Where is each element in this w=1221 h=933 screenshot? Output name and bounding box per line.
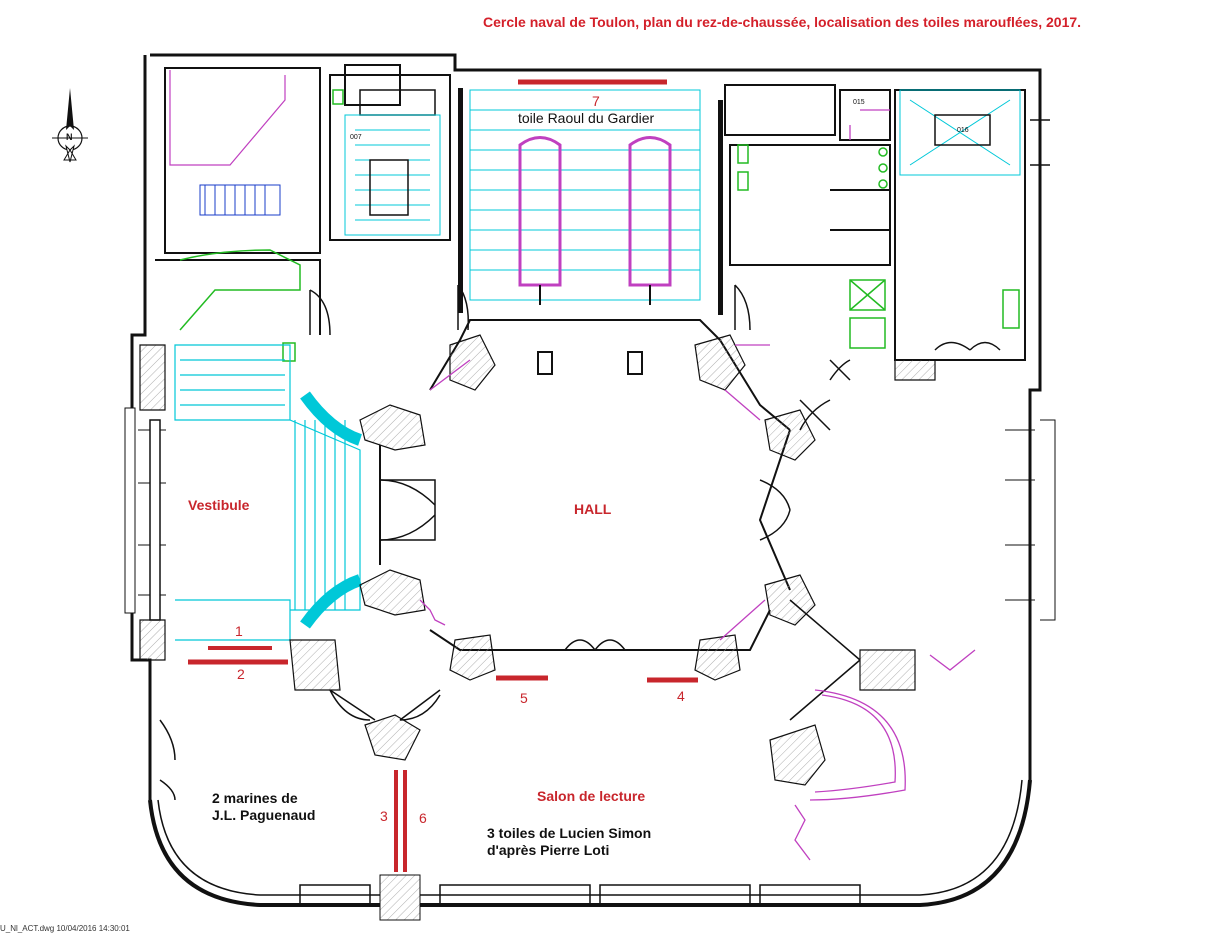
drawing-footer: U_Nl_ACT.dwg 10/04/2016 14:30:01 [0, 924, 130, 933]
canvas-number-1: 1 [235, 623, 243, 639]
top-right-rooms [724, 84, 1026, 361]
annotation-simon-line2: d'après Pierre Loti [487, 842, 610, 858]
stair-016 [899, 89, 1021, 176]
compass-letter: N [66, 132, 73, 142]
canvas-number-5: 5 [520, 690, 528, 706]
canvas-number-2: 2 [237, 666, 245, 682]
stair-small [199, 184, 281, 216]
doors [159, 119, 1050, 801]
canvas-number-4: 4 [677, 688, 685, 704]
grand-stair [469, 89, 701, 305]
annotation-simon-line1: 3 toiles de Lucien Simon [487, 825, 652, 841]
annotation-marines-line1: 2 marines de [212, 790, 298, 806]
canvas-number-7: 7 [592, 93, 600, 109]
room-code-015: 015 [853, 99, 865, 106]
sanitary-fixtures [282, 89, 1020, 362]
canvas-number-6: 6 [419, 810, 427, 826]
room-label-salon: Salon de lecture [537, 788, 646, 804]
stair-007 [344, 114, 441, 236]
outer-walls [124, 53, 1056, 921]
hatched-columns [139, 334, 936, 786]
annotation-marines-line2: J.L. Paguenaud [212, 807, 316, 823]
door-swings [419, 109, 976, 861]
annotation-raoul-du-gardier: toile Raoul du Gardier [518, 110, 655, 126]
room-code-016: 016 [957, 127, 969, 134]
canvas-number-3: 3 [380, 808, 388, 824]
canvas-markers [188, 79, 698, 872]
room-code-007: 007 [350, 134, 362, 141]
plan-title: Cercle naval de Toulon, plan du rez-de-c… [483, 14, 1082, 30]
room-label-vestibule: Vestibule [188, 497, 250, 513]
compass-rose-icon [52, 88, 88, 163]
hall-walls [379, 319, 791, 651]
top-left-rooms [155, 64, 451, 335]
room-label-hall: HALL [574, 501, 612, 517]
